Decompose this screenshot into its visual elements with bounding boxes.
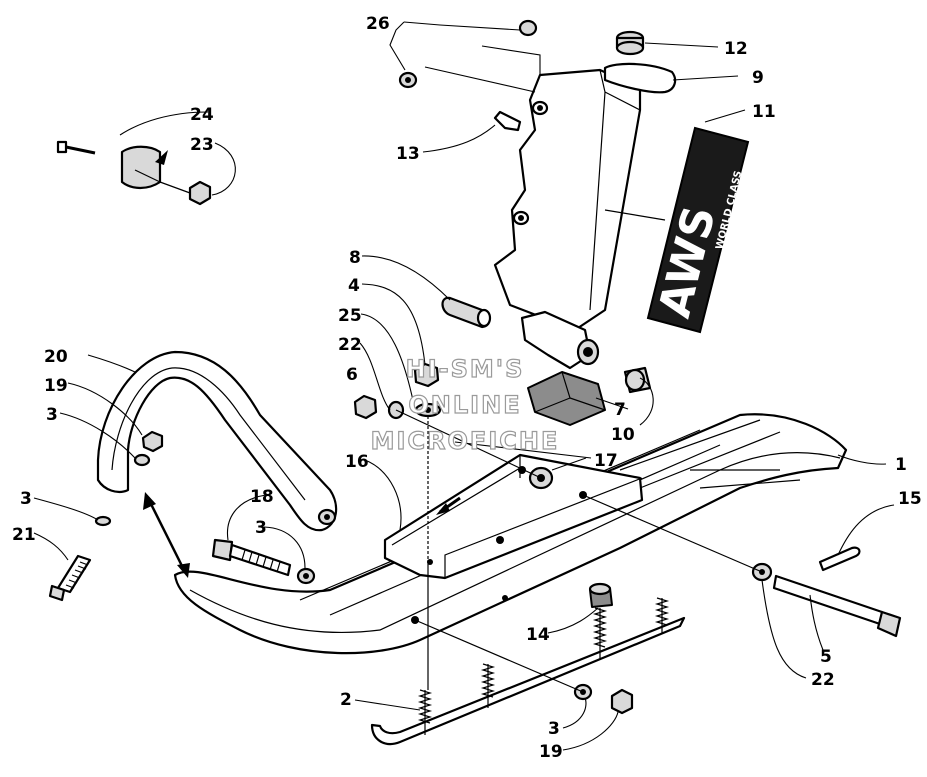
- callout-3: 3: [255, 518, 267, 538]
- callout-26: 26: [366, 14, 390, 34]
- callout-20: 20: [44, 347, 68, 367]
- callout-24: 24: [190, 105, 214, 125]
- callout-13: 13: [396, 144, 420, 164]
- callout-14: 14: [526, 625, 550, 645]
- callout-22: 22: [811, 670, 835, 690]
- callout-17: 17: [594, 451, 618, 471]
- callout-19: 19: [539, 742, 563, 762]
- cable-clamp: [56, 140, 212, 206]
- callout-10: 10: [611, 425, 635, 445]
- callout-25: 25: [338, 306, 362, 326]
- wear-bar: [370, 597, 686, 746]
- svg-text:ONLINE: ONLINE: [408, 391, 521, 419]
- handle-nut: [133, 430, 164, 467]
- ski-bolt-hole: [502, 595, 508, 601]
- spindle-housing: [493, 62, 677, 370]
- callout-1: 1: [895, 455, 907, 475]
- bolt-5: [751, 546, 902, 638]
- grommets: [398, 19, 538, 89]
- nut-washer-stack: [413, 362, 442, 560]
- callout-3: 3: [46, 405, 58, 425]
- callout-18: 18: [250, 487, 274, 507]
- ski-saddle: [383, 453, 644, 580]
- watermark: HI-SM'S ONLINE MICROFICHE: [370, 354, 560, 455]
- nut-6: [353, 394, 405, 420]
- callout-11: 11: [752, 102, 776, 122]
- callout-9: 9: [752, 68, 764, 88]
- callout-7: 7: [614, 400, 626, 420]
- double-arrow: [143, 492, 190, 578]
- callout-12: 12: [724, 39, 748, 59]
- leader-lines: [33, 21, 895, 751]
- callout-8: 8: [349, 248, 361, 268]
- callout-19: 19: [44, 376, 68, 396]
- callout-2: 2: [340, 690, 352, 710]
- lower-hardware: [573, 683, 634, 715]
- bumper: [588, 582, 613, 608]
- callout-16: 16: [345, 452, 369, 472]
- bolt-21: [48, 515, 112, 602]
- callout-21: 21: [12, 525, 36, 545]
- callout-3: 3: [548, 719, 560, 739]
- aws-decal: AWS WORLD CLASS: [646, 126, 750, 334]
- svg-text:MICROFICHE: MICROFICHE: [371, 427, 560, 455]
- bolt-18: [211, 538, 316, 585]
- bushing: [441, 296, 492, 329]
- callout-23: 23: [190, 135, 214, 155]
- callout-15: 15: [898, 489, 922, 509]
- callout-3: 3: [20, 489, 32, 509]
- damper-block: [527, 371, 606, 426]
- callout-labels: 1 2 3 3 3 3 4 5 6 7 8 9 10 11 12 13 14 1…: [12, 14, 922, 762]
- svg-text:HI-SM'S: HI-SM'S: [406, 355, 525, 383]
- spindle-cap: [615, 30, 645, 56]
- callout-6: 6: [346, 365, 358, 385]
- callout-4: 4: [348, 276, 360, 296]
- callout-5: 5: [820, 647, 832, 667]
- bushing-small: [623, 366, 652, 394]
- ski-handle: [96, 350, 338, 532]
- grease-fitting: [493, 110, 522, 132]
- callout-22: 22: [338, 335, 362, 355]
